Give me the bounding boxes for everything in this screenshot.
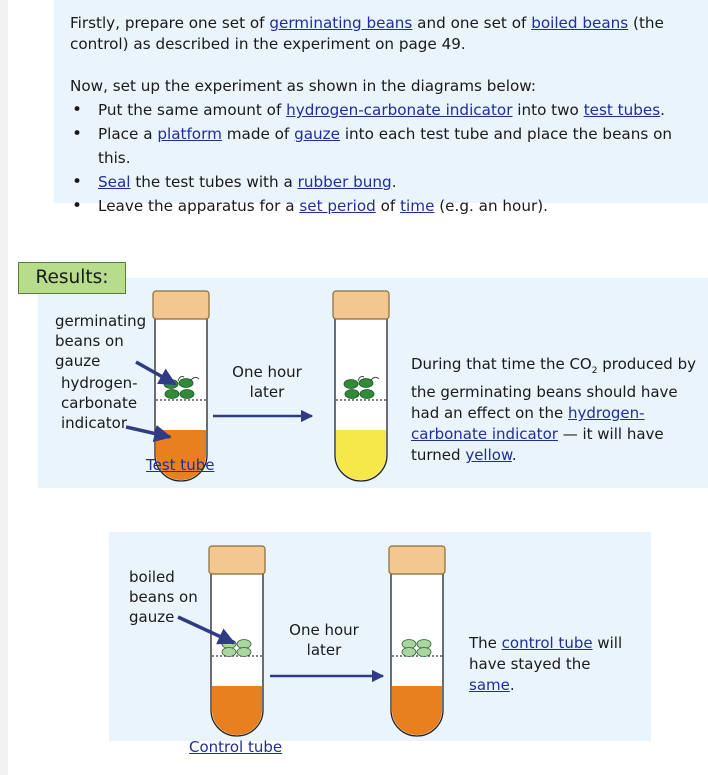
text: . — [509, 676, 515, 694]
instructions-panel: Firstly, prepare one set of germinating … — [54, 0, 708, 218]
results-description: During that time the CO2 produced by the… — [411, 354, 701, 466]
boiled-beans-label: boiled beans on gauze — [129, 567, 198, 627]
label-line: boiled — [129, 568, 175, 586]
test-tube-germinating-after — [332, 290, 390, 482]
intro-paragraph: Firstly, prepare one set of germinating … — [70, 13, 700, 55]
link-seal[interactable]: Seal — [98, 173, 131, 191]
text: produced by the germinating beans should… — [411, 355, 696, 422]
rubber-bung — [332, 290, 390, 320]
label-line: One hour — [232, 363, 302, 381]
label-line: gauze — [55, 352, 101, 370]
results-heading: Results: — [18, 262, 126, 294]
text: made of — [221, 125, 295, 143]
left-margin-strip — [0, 0, 8, 775]
test-tube-caption: Test tube — [146, 455, 214, 475]
rubber-bung — [208, 545, 266, 575]
link-same[interactable]: same — [469, 676, 510, 694]
label-line: indicator — [61, 414, 128, 432]
link-control-tube[interactable]: control tube — [501, 634, 593, 652]
indicator-pointer-arrow — [125, 424, 172, 443]
label-line: beans on — [55, 332, 124, 350]
list-item: Leave the apparatus for a set period of … — [70, 194, 700, 218]
label-line: carbonate — [61, 394, 138, 412]
text: . — [391, 173, 397, 191]
label-line: germinating — [55, 312, 147, 330]
list-item: Seal the test tubes with a rubber bung. — [70, 170, 700, 194]
subscript: 2 — [591, 366, 598, 376]
text: (e.g. an hour). — [434, 197, 548, 215]
test-tube-caption-text: Test tube — [146, 456, 215, 474]
control-tube-caption: Control tube — [189, 737, 282, 757]
label-line: gauze — [129, 608, 175, 626]
rubber-bung — [388, 545, 446, 575]
text: will have stayed the — [469, 634, 623, 673]
germinating-beans — [343, 376, 380, 399]
link-boiled-beans[interactable]: boiled beans — [531, 14, 629, 32]
control-panel — [109, 532, 651, 741]
list-item: Place a platform made of gauze into each… — [70, 122, 700, 170]
link-test-tubes[interactable]: test tubes — [583, 101, 661, 119]
control-tube-before — [208, 545, 266, 737]
link-gauze[interactable]: gauze — [294, 125, 340, 143]
label-line: One hour — [289, 621, 359, 639]
list-item: Put the same amount of hydrogen-carbonat… — [70, 98, 700, 122]
label-line: beans on — [129, 588, 198, 606]
control-description: The control tube will have stayed the sa… — [469, 633, 639, 696]
steps-list: Put the same amount of hydrogen-carbonat… — [70, 98, 700, 218]
boiled-beans — [401, 639, 432, 657]
one-hour-later-label: One hour later — [279, 620, 369, 660]
text: the test tubes with a — [130, 173, 298, 191]
text: Put the same amount of — [98, 101, 287, 119]
indicator-label: hydrogen- carbonate indicator — [61, 373, 138, 433]
setup-paragraph: Now, set up the experiment as shown in t… — [70, 77, 536, 95]
text: into each test tube and place the beans … — [98, 125, 673, 167]
link-rubber-bung[interactable]: rubber bung — [297, 173, 392, 191]
link-hydrogen-carbonate-indicator[interactable]: hydrogen-carbonate indicator — [411, 404, 645, 443]
control-tube-caption-text: Control tube — [189, 738, 283, 756]
link-time[interactable]: time — [400, 197, 435, 215]
text: The — [469, 634, 502, 652]
text: and one set of — [412, 14, 532, 32]
rubber-bung — [152, 290, 210, 320]
link-germinating-beans[interactable]: germinating beans — [269, 14, 413, 32]
text: Leave the apparatus for a — [98, 197, 300, 215]
text: — it will have turned — [411, 425, 664, 464]
text: Place a — [98, 125, 158, 143]
text: . — [660, 101, 665, 119]
label-line: later — [306, 641, 342, 659]
control-tube-after — [388, 545, 446, 737]
link-platform[interactable]: platform — [157, 125, 222, 143]
text: Firstly, prepare one set of — [70, 14, 270, 32]
text: During that time the CO — [411, 355, 592, 373]
text: . — [511, 446, 517, 464]
link-set-period[interactable]: set period — [299, 197, 376, 215]
text: of — [375, 197, 401, 215]
text: into two — [512, 101, 584, 119]
germinating-beans-label: germinating beans on gauze — [55, 311, 146, 371]
text: (the control) as described in the experi… — [70, 14, 664, 53]
label-line: later — [249, 383, 285, 401]
one-hour-later-label: One hour later — [222, 362, 312, 402]
link-hydrogen-carbonate-indicator[interactable]: hydrogen-carbonate indicator — [286, 101, 513, 119]
test-tube-germinating-before — [152, 290, 210, 482]
beans-pointer-arrow — [135, 360, 177, 386]
link-yellow[interactable]: yellow — [465, 446, 512, 464]
boiled-beans-pointer-arrow — [177, 615, 236, 645]
label-line: hydrogen- — [61, 374, 138, 392]
